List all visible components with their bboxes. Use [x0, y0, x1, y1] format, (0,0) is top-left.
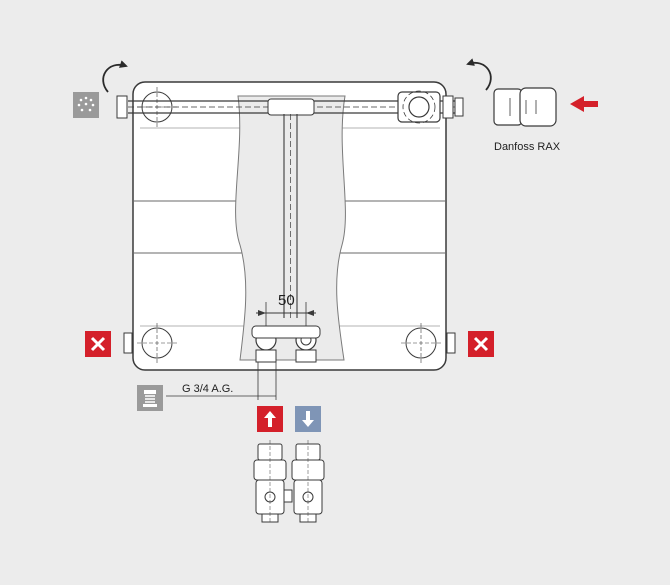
bottom-center-connections [251, 325, 321, 363]
valve-insert-label: Danfoss RAX [494, 141, 561, 153]
top-flow-pipe [128, 98, 460, 116]
thread-label: G 3/4 A.G. [182, 383, 234, 395]
air-vent-icon [73, 92, 99, 118]
danfoss-rax-head [493, 87, 557, 127]
radiator-body [132, 81, 447, 371]
h-block-valve [253, 440, 325, 524]
internal-tube [283, 114, 298, 318]
spacing-dimension [256, 302, 316, 326]
thread-callout [166, 362, 277, 400]
plug-closed-icon [468, 331, 494, 357]
connection-spacing-label: 50 [278, 292, 295, 309]
plug-closed-icon [85, 331, 111, 357]
rotate-arrow-left [102, 60, 128, 93]
arrow-down-icon [295, 406, 321, 432]
top-left-connection [116, 87, 177, 127]
bottom-left-connection [123, 323, 177, 363]
valve-body [397, 90, 464, 124]
arrow-up-icon [257, 406, 283, 432]
bottom-right-connection [401, 323, 456, 363]
rotate-arrow-right [466, 58, 492, 91]
thread-seal-icon [137, 385, 163, 411]
arrow-left-icon [570, 96, 598, 112]
